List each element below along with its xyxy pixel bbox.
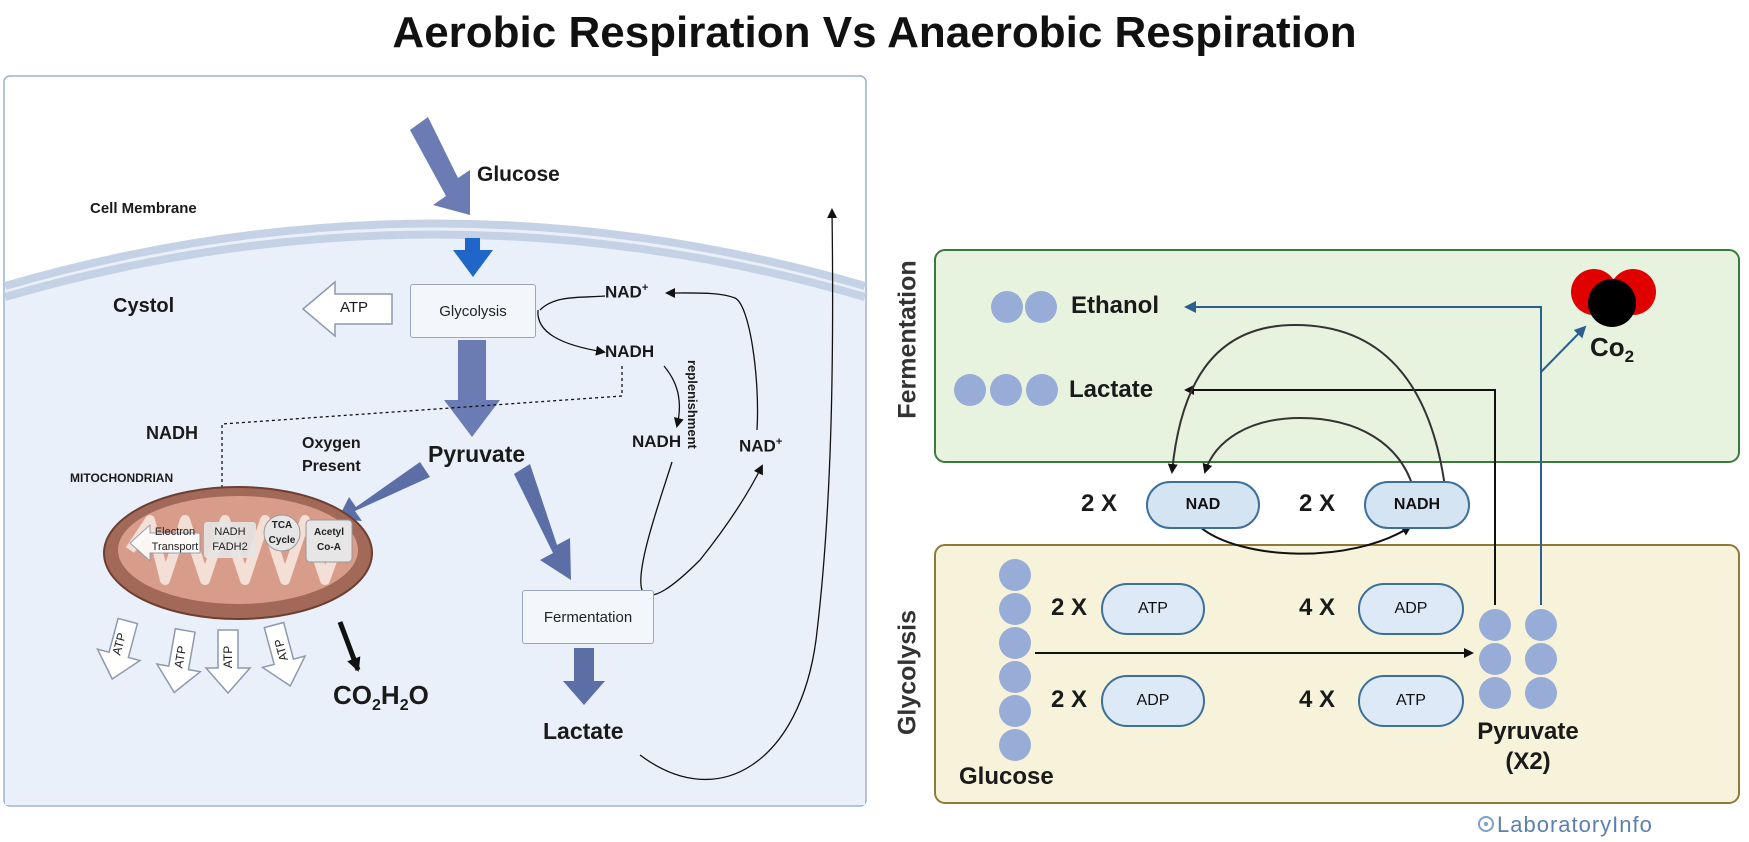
nad-plus-label-1: NAD+ <box>605 282 649 302</box>
lactate-return-arrow <box>639 208 838 781</box>
glucose-molecules <box>999 559 1031 761</box>
nadh-fadh2-box <box>204 522 256 558</box>
co2-label: Co2 <box>1590 332 1635 367</box>
glycolysis-box: Glycolysis <box>410 284 536 338</box>
watermark-icon <box>1478 816 1494 832</box>
electron-hollow-arrow <box>129 523 201 563</box>
atp-multiplier-top: 2 X <box>1051 594 1088 621</box>
nadh-nad-outer-arc <box>1167 323 1446 488</box>
nadh-arc <box>537 309 606 356</box>
lactate-label: Lactate <box>543 718 624 744</box>
atp-out-3: ATP <box>221 645 236 669</box>
co2-h2o-arrow <box>337 621 361 672</box>
oxygen-arrow <box>338 462 430 521</box>
tca-cycle-circle <box>263 514 301 552</box>
nad-pill: NAD <box>1146 481 1260 529</box>
page-title: Aerobic Respiration Vs Anaerobic Respira… <box>392 8 1357 57</box>
glycolysis-side-label: Glycolysis <box>893 609 922 736</box>
nadh-pill: NADH <box>1364 481 1470 529</box>
cell-membrane-inner <box>3 230 867 301</box>
replenishment-label: replenishment <box>685 360 700 449</box>
pyruvate-molecules <box>1479 609 1557 709</box>
pyruvate-label: Pyruvate <box>428 441 526 467</box>
nad-arc-top <box>539 295 606 311</box>
glycolysis-panel <box>934 544 1740 804</box>
membrane-entry-arrow <box>453 238 493 277</box>
replenishment-arrow <box>665 287 759 431</box>
watermark-text: LaboratoryInfo <box>1497 812 1653 837</box>
glucose-label: Glucose <box>477 163 560 186</box>
nadh-down-arrow <box>663 365 684 428</box>
fermentation-lactate-arrow <box>563 648 605 705</box>
atp-hollow-arrow <box>301 280 393 338</box>
atp-multiplier-bottom: 4 X <box>1299 686 1336 713</box>
co2-h2o-label: CO2H2O <box>333 680 429 715</box>
co2-molecule <box>1571 269 1656 327</box>
pyruvate-lactate-arrow <box>1184 385 1496 605</box>
cystol-label: Cystol <box>113 295 175 317</box>
nadh-loop <box>640 461 763 596</box>
glucose-entry-arrow <box>410 117 470 215</box>
atp-pill-bottom: ATP <box>1358 675 1464 727</box>
lactate-molecules <box>954 374 1058 406</box>
ethanol-label: Ethanol <box>1071 292 1159 319</box>
ethanol-molecules <box>991 291 1057 323</box>
pyruvate-co2-arrow <box>1540 325 1587 373</box>
lactate-right-label: Lactate <box>1069 376 1154 403</box>
fermentation-box: Fermentation <box>522 590 654 644</box>
glucose-right-label: Glucose <box>959 763 1054 790</box>
adp-pill-bottom: ADP <box>1101 675 1205 727</box>
nad-multiplier: 2 X <box>1081 490 1118 517</box>
nadh-left-label: NADH <box>146 423 198 443</box>
pyruvate-fermentation-arrow <box>514 464 571 580</box>
atp-output-arrows <box>96 617 307 695</box>
atp-label: ATP <box>340 299 369 316</box>
pyruvate-right-label: Pyruvate(X2) <box>1477 718 1579 775</box>
nadh-dotted-line <box>217 366 623 536</box>
glycolysis-pyruvate-arrow <box>444 340 500 437</box>
pyruvate-ethanol-arrow <box>1184 301 1542 605</box>
cell-membrane-label: Cell Membrane <box>90 200 197 217</box>
nadh-label-1: NADH <box>605 342 655 361</box>
fermentation-side-label: Fermentation <box>893 260 922 419</box>
mitochondrian-label: MITOCHONDRIAN <box>70 471 174 485</box>
nadh-multiplier: 2 X <box>1299 490 1336 517</box>
nadh-label-2: NADH <box>632 432 682 451</box>
fermentation-panel <box>934 249 1740 463</box>
adp-multiplier-top: 4 X <box>1299 594 1336 621</box>
adp-pill-top: ADP <box>1358 583 1464 635</box>
acetyl-coa-box <box>305 519 353 563</box>
nad-nadh-arc <box>1199 525 1412 555</box>
adp-multiplier-bottom: 2 X <box>1051 686 1088 713</box>
atp-pill-top: ATP <box>1101 583 1205 635</box>
nadh-nad-inner-arc <box>1202 416 1414 488</box>
nad-plus-label-2: NAD+ <box>739 436 783 456</box>
cell-membrane-outer <box>3 219 867 290</box>
